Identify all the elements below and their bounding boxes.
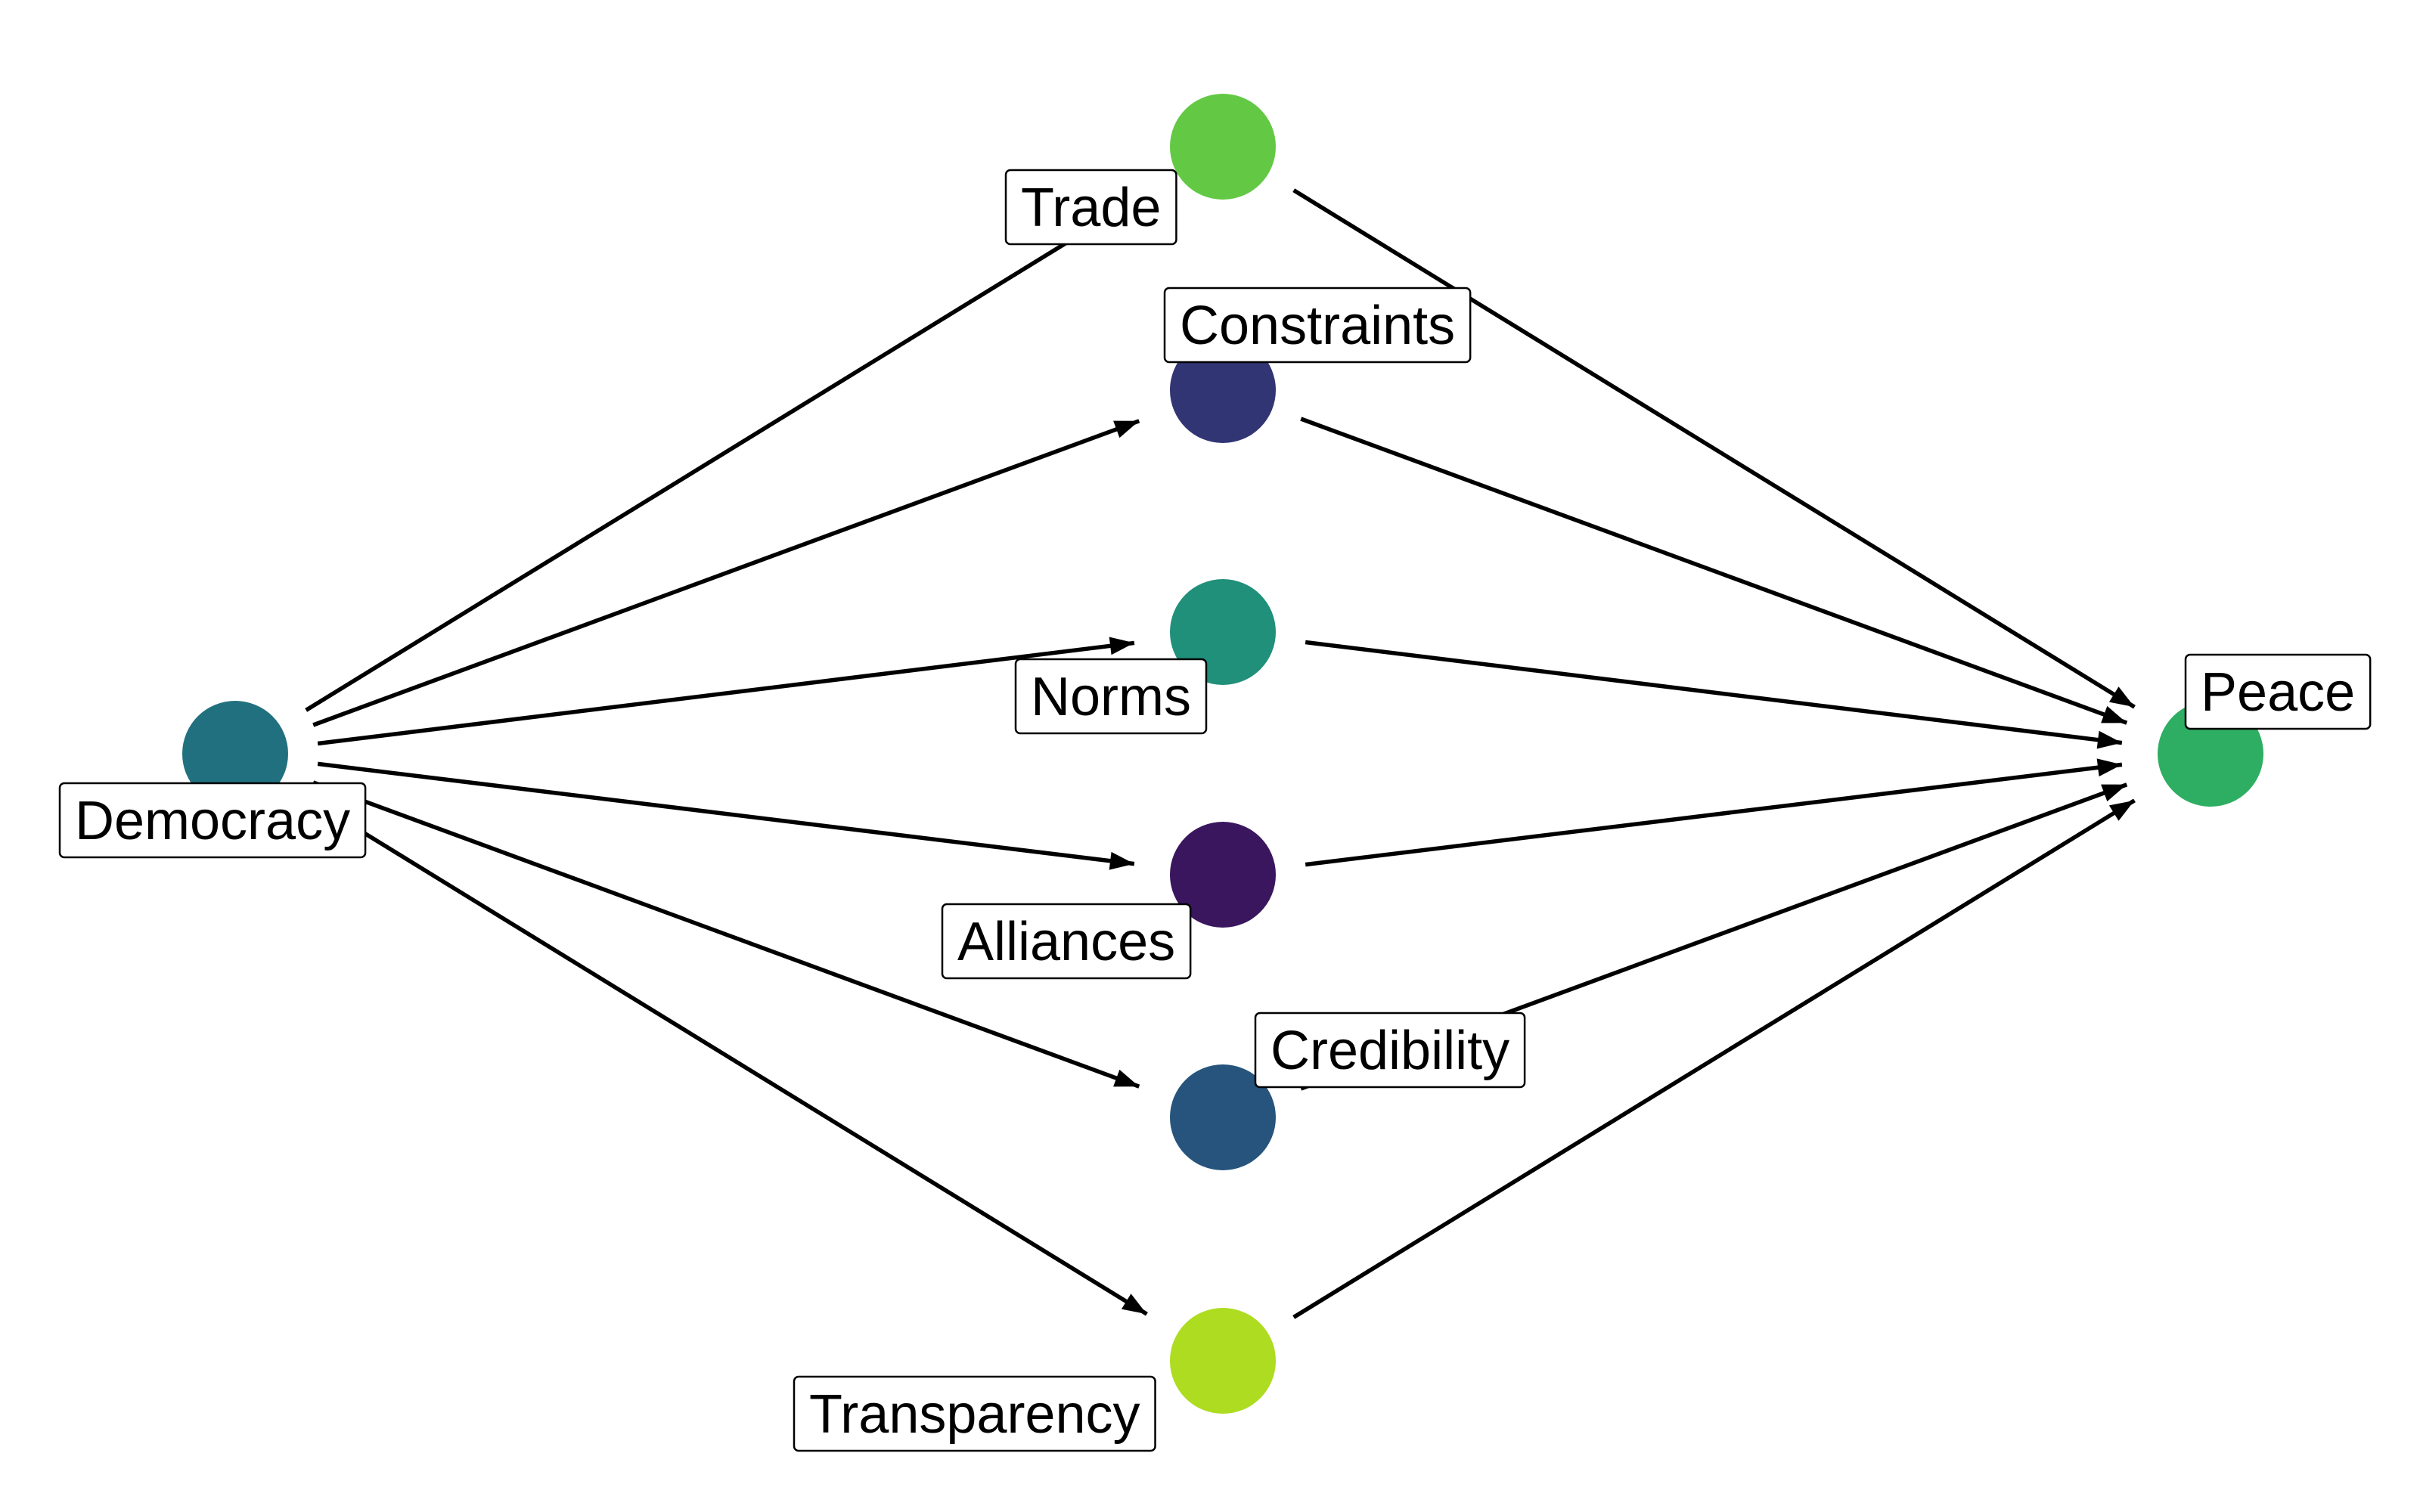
label-credibility: Credibility xyxy=(1254,1012,1526,1089)
label-text: Transparency xyxy=(809,1384,1140,1445)
label-alliances: Alliances xyxy=(941,903,1192,980)
label-box xyxy=(58,782,367,859)
label-text: Trade xyxy=(1021,178,1161,238)
label-box xyxy=(793,1375,1156,1452)
label-text: Norms xyxy=(1031,667,1191,727)
arrowhead-icon xyxy=(2096,758,2122,777)
label-peace: Peace xyxy=(2184,653,2372,730)
arrowhead-icon xyxy=(2101,705,2127,723)
edge-democracy-to-constraints xyxy=(312,419,1140,727)
edge-line xyxy=(1305,762,2123,867)
edge-line xyxy=(1292,188,2136,709)
edge-transparency-to-peace xyxy=(1292,798,2136,1319)
edge-norms-to-peace xyxy=(1305,640,2123,749)
label-box xyxy=(1254,1012,1526,1089)
label-trade: Trade xyxy=(1004,169,1177,246)
edge-democracy-to-credibility xyxy=(312,780,1140,1089)
edge-line xyxy=(312,419,1140,727)
arrowhead-icon xyxy=(1121,1294,1147,1315)
edge-line xyxy=(312,780,1140,1089)
arrowhead-icon xyxy=(1109,851,1134,870)
arrowhead-icon xyxy=(2108,686,2135,708)
node-democracy xyxy=(182,701,288,807)
edge-alliances-to-peace xyxy=(1305,758,2123,867)
label-norms: Norms xyxy=(1014,658,1208,735)
edge-line xyxy=(317,640,1135,746)
arrowhead-icon xyxy=(1113,420,1140,438)
node-alliances xyxy=(1170,822,1276,928)
edge-democracy-to-trade xyxy=(305,191,1148,712)
node-trade xyxy=(1170,94,1276,200)
edge-constraints-to-peace xyxy=(1300,417,2128,725)
node-transparency xyxy=(1170,1308,1276,1414)
edge-line xyxy=(1305,640,2123,745)
label-text: Democracy xyxy=(75,791,350,851)
edge-line xyxy=(305,795,1148,1316)
edge-democracy-to-alliances xyxy=(317,761,1135,870)
label-constraints: Constraints xyxy=(1163,287,1472,364)
label-text: Peace xyxy=(2201,662,2355,723)
label-box xyxy=(1004,169,1177,246)
labels-layer: Democracy TradeConstraintsNormsAlliancesC… xyxy=(58,169,2372,1452)
edge-democracy-to-norms xyxy=(317,637,1135,746)
edge-line xyxy=(1300,417,2128,725)
arrowhead-icon xyxy=(2101,784,2127,802)
arrowhead-icon xyxy=(1113,1069,1140,1087)
edge-line xyxy=(305,191,1148,712)
label-text: Constraints xyxy=(1180,296,1455,356)
arrowhead-icon xyxy=(1109,637,1134,655)
label-box xyxy=(1014,658,1208,735)
edge-trade-to-peace xyxy=(1292,188,2136,709)
label-democracy: Democracy xyxy=(58,782,367,859)
label-transparency: Transparency xyxy=(793,1375,1156,1452)
node-constraints xyxy=(1170,337,1276,443)
edge-democracy-to-transparency xyxy=(305,795,1148,1316)
node-credibility xyxy=(1170,1064,1276,1170)
arrowhead-icon xyxy=(2108,800,2135,821)
label-box xyxy=(941,903,1192,980)
arrowhead-icon xyxy=(2096,730,2122,749)
label-box xyxy=(2184,653,2372,730)
edge-line xyxy=(1292,798,2136,1319)
edge-line xyxy=(317,761,1135,866)
label-text: Alliances xyxy=(957,912,1175,972)
label-text: Credibility xyxy=(1270,1021,1509,1081)
label-box xyxy=(1163,287,1472,364)
